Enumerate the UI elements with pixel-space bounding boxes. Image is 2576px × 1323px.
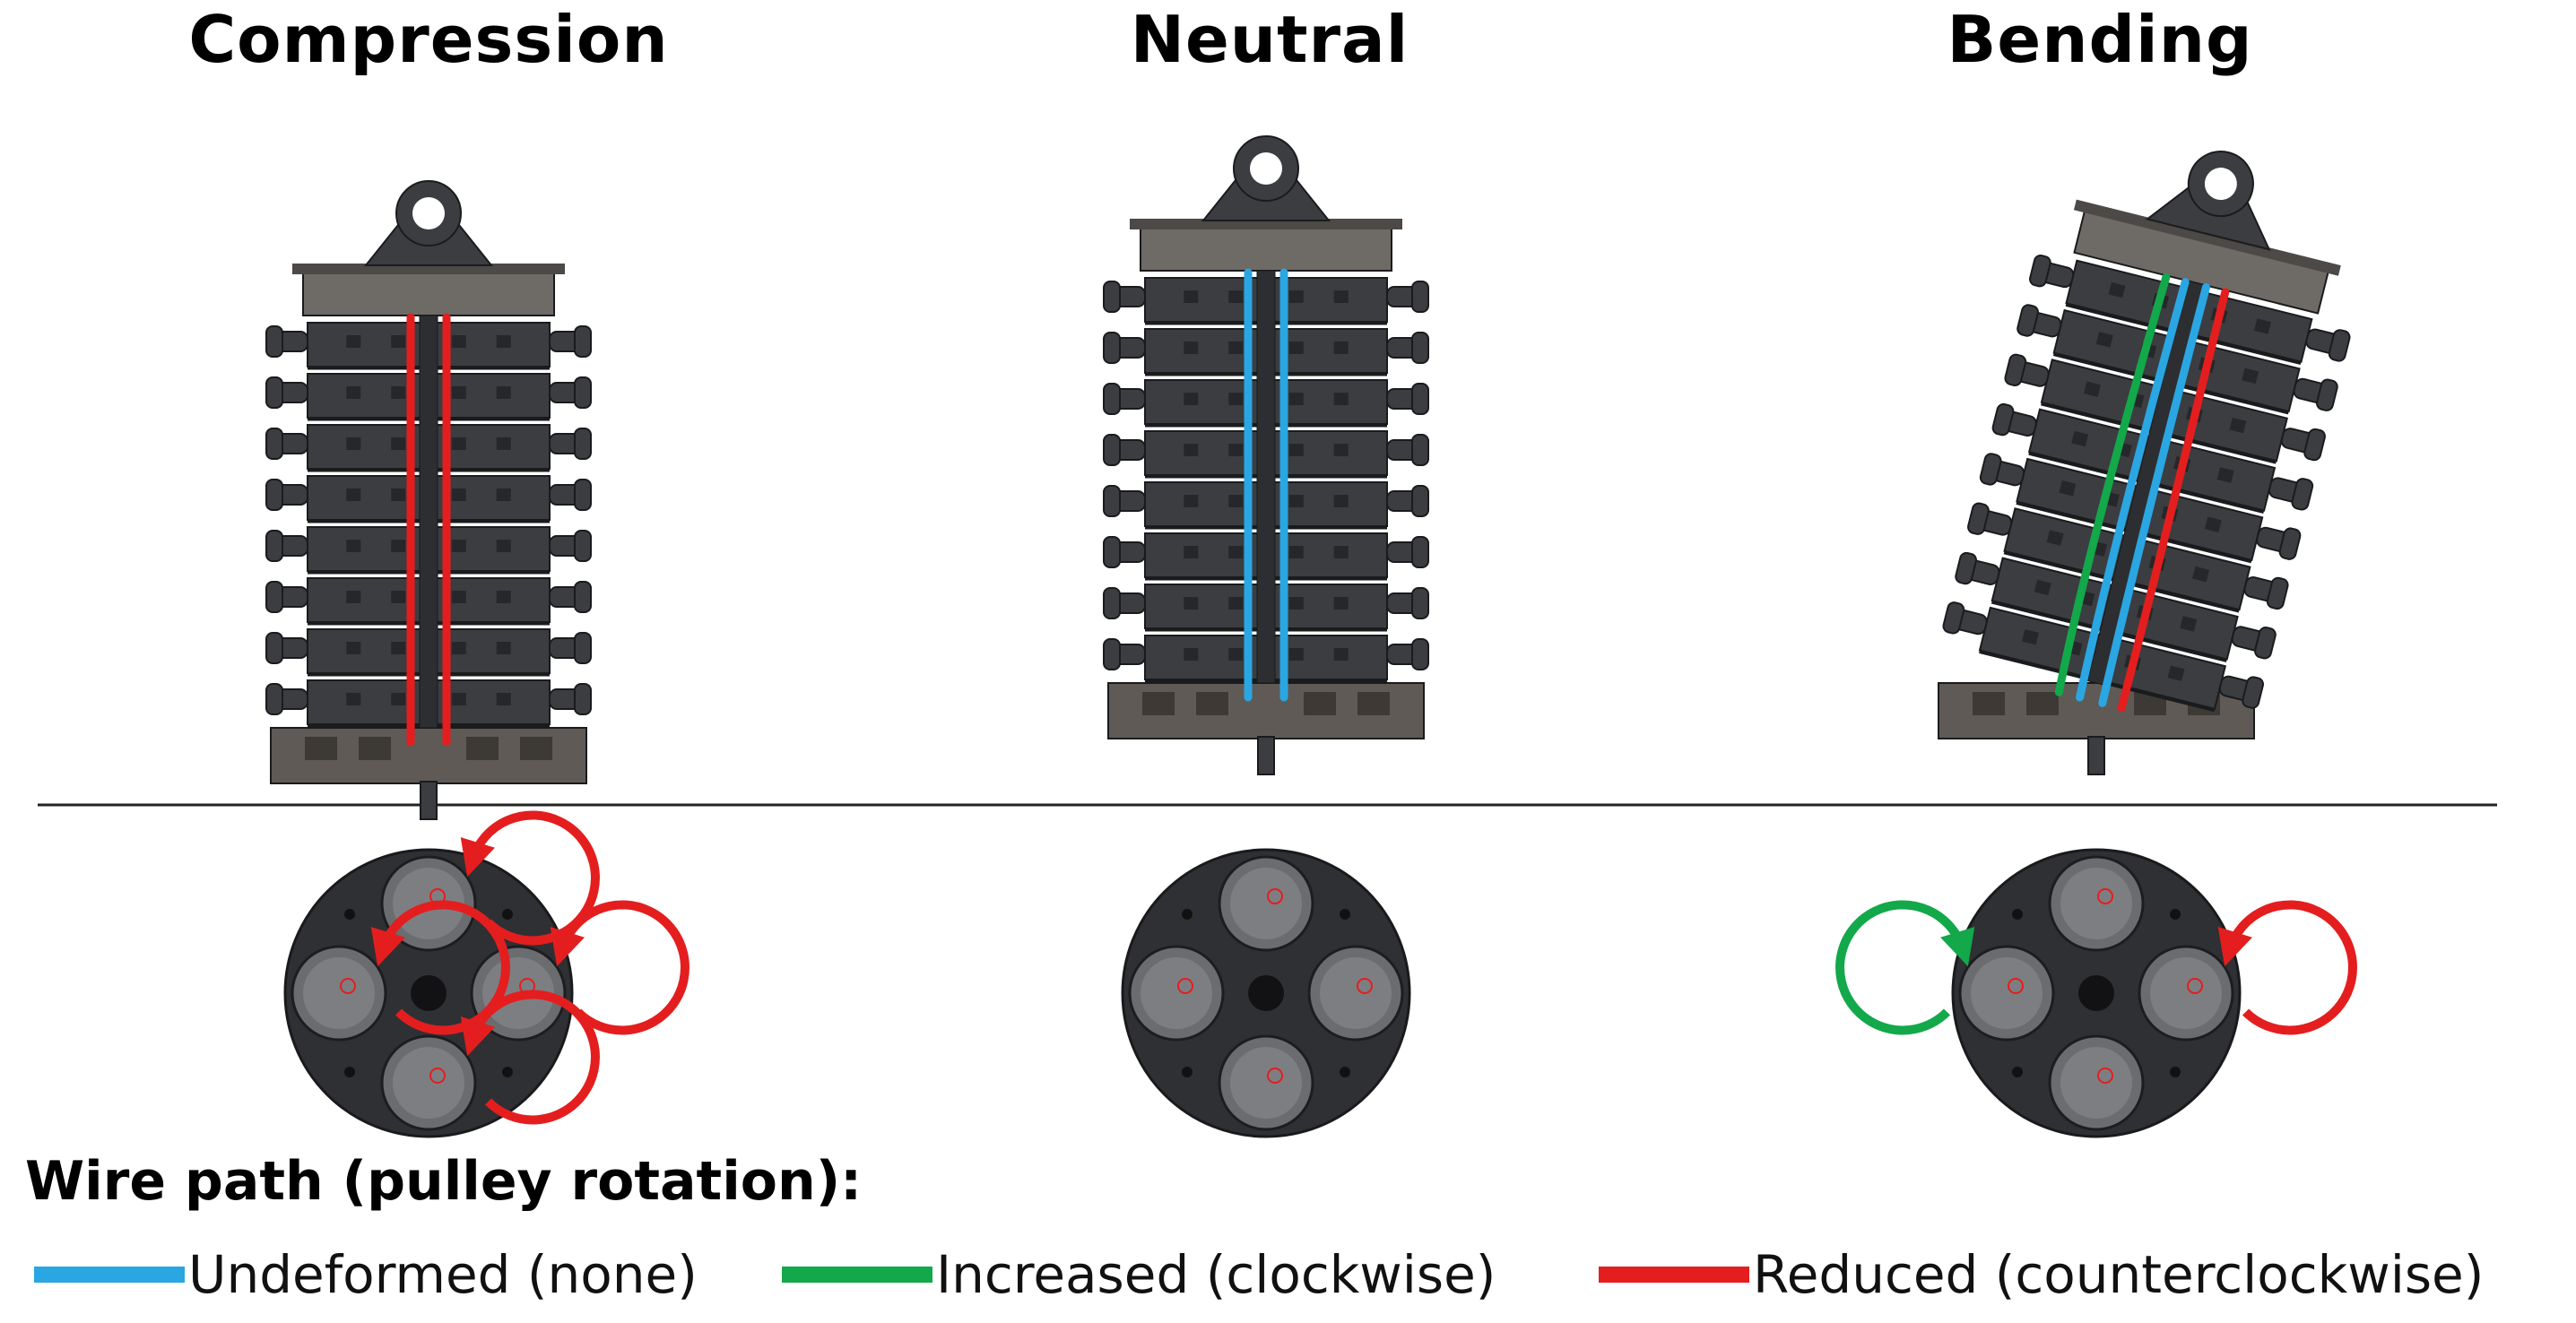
robot-column xyxy=(1103,135,1429,702)
bolt-hole xyxy=(1340,909,1350,920)
bending-pulley-disk xyxy=(1835,848,2357,1138)
legend-label: Reduced (counterclockwise) xyxy=(1753,1244,2485,1305)
legend-item-undeformed: Undeformed (none) xyxy=(34,1239,698,1310)
bending-title: Bending xyxy=(1947,2,2253,77)
pulley xyxy=(2048,855,2145,952)
counterclockwise-arrow-icon xyxy=(550,900,690,1035)
robot-shaft xyxy=(2087,736,2105,775)
robot-top-cap xyxy=(292,180,565,316)
wire-path-undeformed xyxy=(2098,283,2210,707)
legend-item-increased: Increased (clockwise) xyxy=(782,1239,1496,1310)
wire-path-undeformed xyxy=(2076,278,2190,702)
pulley xyxy=(1958,945,2055,1042)
bolt-hole xyxy=(1182,909,1193,920)
pulley xyxy=(1218,1034,1314,1131)
pulley xyxy=(1128,945,1225,1042)
pulley xyxy=(1307,945,1404,1042)
counterclockwise-arrow-icon xyxy=(460,990,600,1125)
neutral-title: Neutral xyxy=(1130,2,1409,77)
robot-top-cap xyxy=(1130,135,1402,272)
robot-backbone xyxy=(419,315,438,729)
clockwise-arrow-icon xyxy=(1835,900,1975,1035)
bending-robot xyxy=(1938,151,2351,775)
bolt-hole xyxy=(2012,1067,2023,1077)
robot-base xyxy=(1107,682,1425,739)
red-line-swatch-icon xyxy=(1599,1267,1749,1283)
robot-shaft xyxy=(420,781,438,820)
pulley xyxy=(291,945,387,1042)
green-line-swatch-icon xyxy=(782,1267,932,1283)
legend-label: Undeformed (none) xyxy=(188,1244,698,1305)
counterclockwise-arrow-icon xyxy=(370,900,510,1035)
bolt-hole xyxy=(2012,909,2023,920)
legend-item-reduced: Reduced (counterclockwise) xyxy=(1599,1239,2484,1310)
pulley xyxy=(2048,1034,2145,1131)
bolt-hole xyxy=(502,1067,513,1077)
wire-path-increased xyxy=(2054,272,2171,696)
pulley xyxy=(2138,945,2234,1042)
bolt-hole xyxy=(2170,909,2181,920)
neutral-pulley-disk xyxy=(1121,848,1411,1138)
compression-robot xyxy=(265,180,592,820)
center-hole xyxy=(2078,975,2114,1011)
neutral-robot xyxy=(1103,135,1429,775)
wire-path-reduced xyxy=(2117,288,2230,713)
bolt-hole xyxy=(344,909,355,920)
bolt-hole xyxy=(344,1067,355,1077)
counterclockwise-arrow-icon xyxy=(460,810,600,946)
robot-shaft xyxy=(1257,736,1275,775)
robot-column xyxy=(265,180,592,747)
counterclockwise-arrow-icon xyxy=(2217,900,2357,1035)
robot-backbone xyxy=(1256,270,1276,684)
bolt-hole xyxy=(2170,1067,2181,1077)
center-hole xyxy=(1248,975,1284,1011)
pulley xyxy=(380,1034,477,1131)
legend-heading: Wire path (pulley rotation): xyxy=(25,1150,863,1213)
robot-column xyxy=(1942,151,2351,713)
robot-base xyxy=(270,727,587,784)
blue-line-swatch-icon xyxy=(34,1267,185,1283)
compression-pulley-disk xyxy=(283,810,690,1138)
compression-title: Compression xyxy=(188,2,669,77)
bolt-hole xyxy=(1182,1067,1193,1077)
pulley xyxy=(1218,855,1314,952)
legend-label: Increased (clockwise) xyxy=(936,1244,1496,1305)
robot-top-cap xyxy=(2073,151,2341,315)
bolt-hole xyxy=(1340,1067,1350,1077)
bolt-hole xyxy=(502,909,513,920)
center-hole xyxy=(411,975,447,1011)
